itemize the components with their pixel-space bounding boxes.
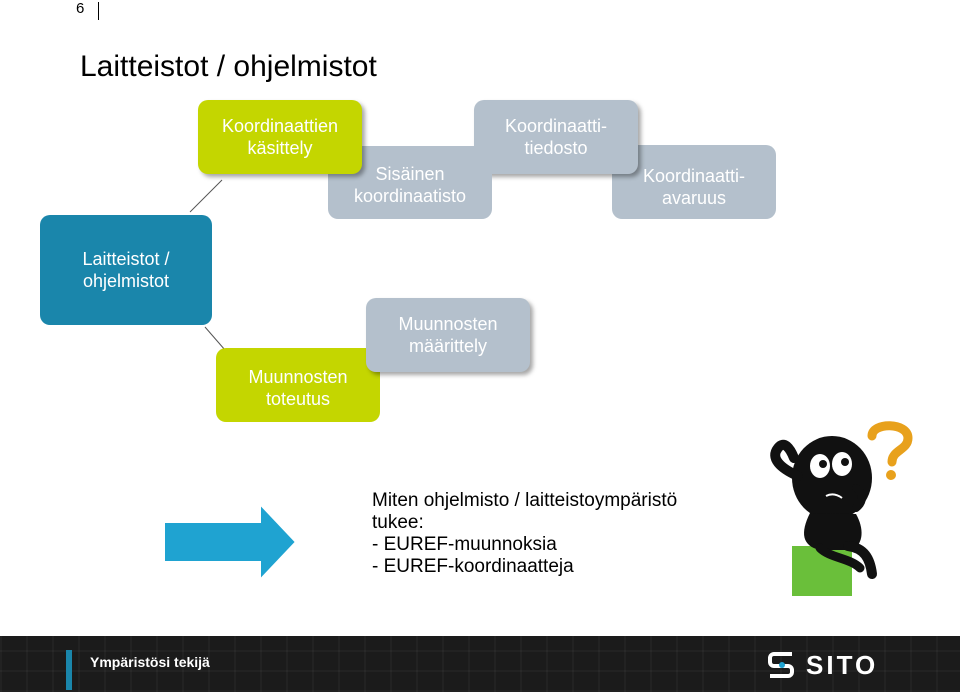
page-number-divider <box>98 2 99 20</box>
sito-logo-mark-icon <box>768 652 794 678</box>
box-muunnosten-toteutus-label: Muunnosten toteutus <box>248 367 348 409</box>
box-koordinaattiavaruus: Koordinaatti- avaruus <box>612 145 776 219</box>
slide-title: Laitteistot / ohjelmistot <box>80 50 377 83</box>
connector-top <box>189 179 223 213</box>
box-koordinaattiavaruus-label: Koordinaatti- avaruus <box>642 166 746 208</box>
box-koordinaattitiedosto-label: Koordinaatti- tiedosto <box>504 116 608 158</box>
connector-bottom <box>204 326 226 351</box>
page-number: 6 <box>76 0 85 17</box>
question-text: Miten ohjelmisto / laitteistoympäristö t… <box>372 490 677 578</box>
footer-tagline: Ympäristösi tekijä <box>90 654 210 670</box>
box-sisainen-koordinaatisto-label: Sisäinen koordinaatisto <box>353 163 467 206</box>
question-line-1: Miten ohjelmisto / laitteistoympäristö <box>372 490 678 511</box>
box-laitteistot-ohjelmistot-label: Laitteistot / ohjelmistot <box>82 249 170 291</box>
box-laitteistot-ohjelmistot: Laitteistot / ohjelmistot <box>40 215 212 325</box>
box-koordinaattien-kasittely-label: Koordinaattien käsittely <box>221 116 339 158</box>
sito-logo-text: SITO <box>806 649 879 680</box>
thinking-figure-illustration <box>770 421 913 596</box>
question-item-1: - EUREF-muunnoksia <box>372 534 557 555</box>
footer-accent-bar <box>66 650 72 690</box>
question-line-2: tukee: <box>372 512 424 533</box>
question-item-2: - EUREF-koordinaatteja <box>372 556 574 577</box>
footer-bar <box>0 636 960 692</box>
box-muunnosten-toteutus: Muunnosten toteutus <box>216 348 380 422</box>
box-koordinaattien-kasittely: Koordinaattien käsittely <box>198 100 362 174</box>
sito-logo: SITO <box>766 650 878 680</box>
box-muunnosten-maarittely: Muunnosten määrittely <box>366 298 530 372</box>
box-sisainen-koordinaatisto: Sisäinen koordinaatisto <box>328 146 492 219</box>
box-muunnosten-maarittely-label: Muunnosten määrittely <box>398 314 498 356</box>
box-koordinaattitiedosto: Koordinaatti- tiedosto <box>474 100 638 174</box>
right-arrow-icon <box>163 501 298 583</box>
